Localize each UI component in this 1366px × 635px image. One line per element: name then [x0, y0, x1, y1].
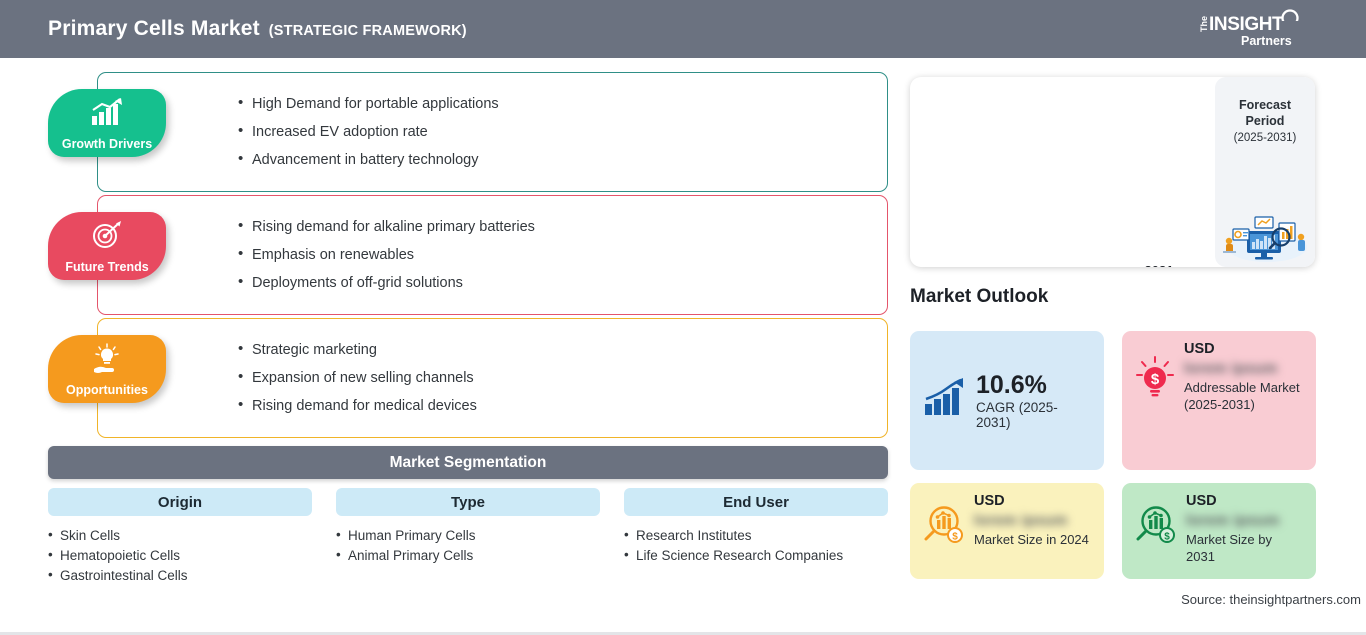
card-label: Addressable Market (2025-2031) — [1184, 380, 1300, 412]
source-attribution: Source: theinsightpartners.com — [1181, 592, 1361, 607]
header-title-group: Primary Cells Market (STRATEGIC FRAMEWOR… — [48, 17, 467, 41]
market-size-2031-card: $ USD lorem ipsum Market Size by 2031 — [1122, 483, 1316, 579]
growth-drivers-badge[interactable]: Growth Drivers — [48, 89, 166, 157]
cagr-label: CAGR (2025-2031) — [976, 399, 1058, 430]
list-item: Rising demand for alkaline primary batte… — [238, 212, 887, 241]
list-item: Life Science Research Companies — [624, 545, 888, 566]
lightbulb-dollar-icon: $ — [1134, 355, 1176, 408]
list-item: Human Primary Cells — [336, 525, 600, 546]
list-item: Skin Cells — [48, 525, 312, 546]
market-outlook-title: Market Outlook — [910, 286, 1049, 307]
currency-label: USD — [974, 493, 1005, 509]
future-trends-row: Rising demand for alkaline primary batte… — [48, 195, 888, 315]
growth-drivers-panel: High Demand for portable applications In… — [97, 72, 888, 192]
redacted-value: lorem ipsum — [1186, 512, 1280, 529]
svg-text:$: $ — [952, 532, 958, 543]
segment-list: Human Primary Cells Animal Primary Cells — [336, 525, 600, 566]
timeline-year-label: 2031 — [1128, 263, 1190, 267]
page-header: Primary Cells Market (STRATEGIC FRAMEWOR… — [0, 0, 1366, 58]
redacted-value: lorem ipsum — [974, 512, 1068, 529]
segment-column-end-user: End User Research Institutes Life Scienc… — [624, 488, 888, 586]
list-item: Advancement in battery technology — [238, 145, 887, 174]
forecast-period-panel: Forecast Period (2025-2031) — [1215, 77, 1315, 267]
timeline-bars: 2021-2023 Historical Years — [924, 77, 1209, 267]
list-item: Rising demand for medical devices — [238, 391, 887, 420]
target-dart-icon — [88, 220, 126, 255]
opportunities-badge[interactable]: Opportunities — [48, 335, 166, 403]
badge-label: Opportunities — [66, 383, 148, 397]
segment-title: Origin — [48, 488, 312, 516]
market-size-2024-card: $ USD lorem ipsum Market Size in 2024 — [910, 483, 1104, 579]
svg-text:Partners: Partners — [1241, 34, 1292, 48]
footer-divider — [0, 632, 1366, 635]
growth-drivers-list: High Demand for portable applications In… — [238, 89, 887, 174]
addressable-market-card: $ USD lorem ipsum Addressable Market (20… — [1122, 331, 1316, 470]
segmentation-columns: Origin Skin Cells Hematopoietic Cells Ga… — [48, 488, 888, 586]
study-period-timeline-chart: 2021-2023 Historical Years — [910, 77, 1315, 267]
list-item: Gastrointestinal Cells — [48, 565, 312, 586]
addressable-market-body: USD lorem ipsum Addressable Market (2025… — [1184, 341, 1304, 413]
segment-list: Research Institutes Life Science Researc… — [624, 525, 888, 566]
forecast-range: (2025-2031) — [1233, 132, 1297, 144]
magnifier-chart-dollar-icon: $ — [922, 503, 966, 552]
svg-text:$: $ — [1164, 532, 1170, 543]
badge-label: Growth Drivers — [61, 137, 153, 151]
future-trends-list: Rising demand for alkaline primary batte… — [238, 212, 887, 297]
svg-text:INSIGHT: INSIGHT — [1209, 14, 1284, 35]
market-segmentation-header: Market Segmentation — [48, 446, 888, 479]
forecast-title-line2: Period — [1245, 114, 1285, 128]
list-item: Increased EV adoption rate — [238, 117, 887, 146]
list-item: Deployments of off-grid solutions — [238, 268, 887, 297]
growth-drivers-row: High Demand for portable applications In… — [48, 72, 888, 192]
market-size-2024-body: USD lorem ipsum Market Size in 2024 — [974, 493, 1092, 548]
currency-label: USD — [1184, 341, 1215, 357]
page-title: Primary Cells Market — [48, 17, 260, 40]
opportunities-row: Strategic marketing Expansion of new sel… — [48, 318, 888, 438]
bar-chart-arrow-icon — [922, 377, 968, 424]
list-item: Strategic marketing — [238, 335, 887, 364]
opportunities-list: Strategic marketing Expansion of new sel… — [238, 335, 887, 420]
list-item: Animal Primary Cells — [336, 545, 600, 566]
left-column: High Demand for portable applications In… — [0, 58, 900, 635]
market-size-2031-body: USD lorem ipsum Market Size by 2031 — [1186, 493, 1304, 565]
currency-label: USD — [1186, 493, 1217, 509]
segment-title: Type — [336, 488, 600, 516]
list-item: Expansion of new selling channels — [238, 363, 887, 392]
forecast-title-line1: Forecast — [1238, 98, 1292, 112]
list-item: Hematopoietic Cells — [48, 545, 312, 566]
svg-text:The: The — [1199, 16, 1209, 32]
list-item: Emphasis on renewables — [238, 240, 887, 269]
segment-title: End User — [624, 488, 888, 516]
list-item: High Demand for portable applications — [238, 89, 887, 118]
magnifier-chart-dollar-icon: $ — [1134, 503, 1178, 552]
segment-column-type: Type Human Primary Cells Animal Primary … — [336, 488, 600, 586]
cagr-card-body: 10.6% CAGR (2025-2031) — [976, 370, 1092, 430]
bar-chart-growth-icon — [88, 97, 126, 132]
segment-column-origin: Origin Skin Cells Hematopoietic Cells Ga… — [48, 488, 312, 586]
right-column: 2021-2023 Historical Years — [905, 58, 1366, 635]
card-label: Market Size by 2031 — [1186, 532, 1272, 564]
cagr-card: 10.6% CAGR (2025-2031) — [910, 331, 1104, 470]
badge-label: Future Trends — [65, 260, 149, 274]
list-item: Research Institutes — [624, 525, 888, 546]
hand-lightbulb-icon — [88, 343, 126, 380]
future-trends-panel: Rising demand for alkaline primary batte… — [97, 195, 888, 315]
opportunities-panel: Strategic marketing Expansion of new sel… — [97, 318, 888, 438]
future-trends-badge[interactable]: Future Trends — [48, 212, 166, 280]
insight-partners-logo: The INSIGHT Partners — [1193, 8, 1308, 52]
segment-list: Skin Cells Hematopoietic Cells Gastroint… — [48, 525, 312, 586]
cagr-value: 10.6% — [976, 370, 1047, 399]
card-label: Market Size in 2024 — [974, 532, 1089, 547]
redacted-value: lorem ipsum — [1184, 360, 1278, 377]
svg-text:$: $ — [1151, 371, 1160, 388]
page-subtitle: (STRATEGIC FRAMEWORK) — [268, 23, 467, 39]
